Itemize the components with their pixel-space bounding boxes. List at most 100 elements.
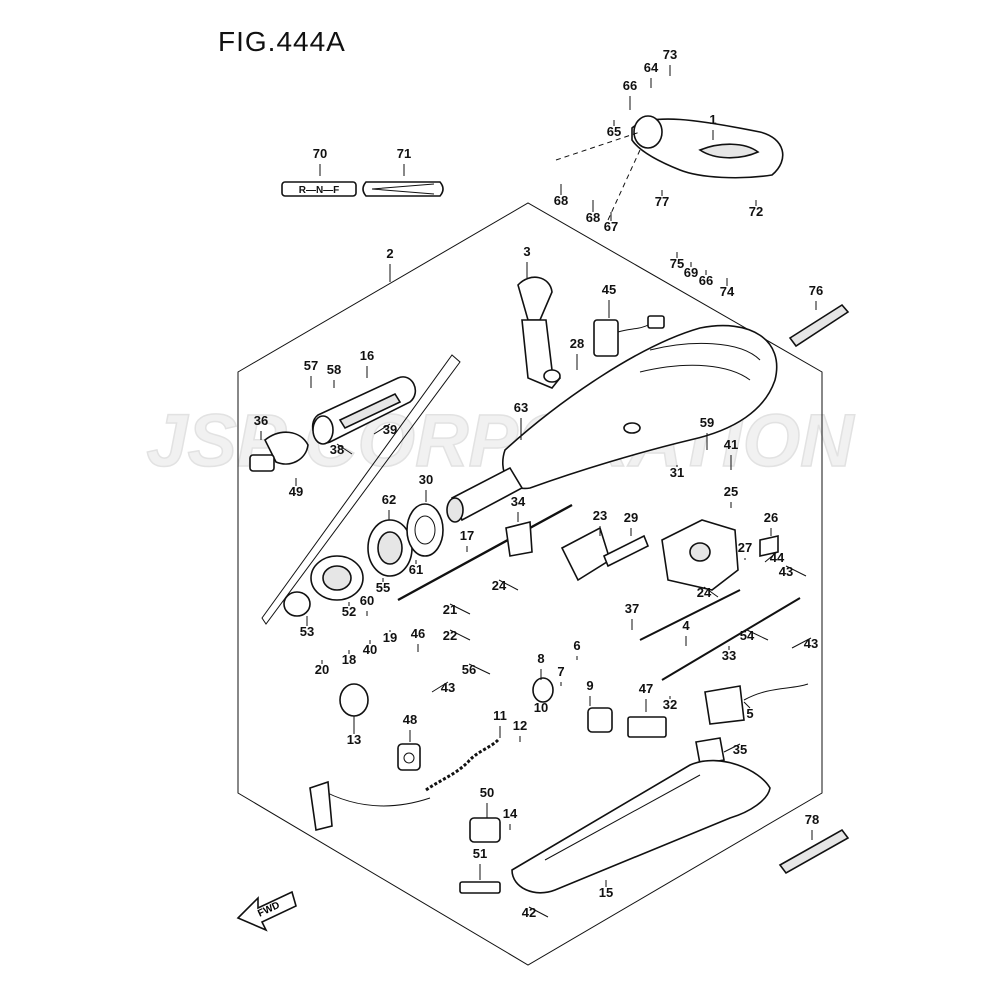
part-number-68: 68: [586, 210, 600, 225]
part-number-58: 58: [327, 362, 341, 377]
end-cap: [263, 431, 309, 465]
cable-33: [661, 597, 801, 681]
part-number-77: 77: [655, 194, 669, 209]
part-number-73: 73: [663, 47, 677, 62]
part-number-25: 25: [724, 484, 738, 499]
leader-line: [468, 663, 491, 675]
part-number-29: 29: [624, 510, 638, 525]
part-number-63: 63: [514, 400, 528, 415]
part-number-34: 34: [511, 494, 526, 509]
rod-17: [397, 503, 573, 602]
part-number-30: 30: [419, 472, 433, 487]
leader-line: [743, 701, 751, 709]
switch-9: [587, 707, 613, 733]
part-number-57: 57: [304, 358, 318, 373]
part-number-74: 74: [720, 284, 735, 299]
part-number-12: 12: [513, 718, 527, 733]
part-number-41: 41: [724, 437, 738, 452]
part-number-17: 17: [460, 528, 474, 543]
leader-line: [449, 603, 471, 615]
part-number-67: 67: [604, 219, 618, 234]
part-number-6: 6: [573, 638, 580, 653]
part-number-56: 56: [462, 662, 476, 677]
part-number-10: 10: [534, 700, 548, 715]
part-number-2: 2: [386, 246, 393, 261]
part-number-43: 43: [779, 564, 793, 579]
part-number-7: 7: [557, 664, 564, 679]
part-number-72: 72: [749, 204, 763, 219]
cable-4: [639, 589, 741, 641]
part-number-51: 51: [473, 846, 487, 861]
part-number-1: 1: [709, 112, 716, 127]
part-number-4: 4: [682, 618, 690, 633]
assembly-frame: [237, 202, 823, 966]
ring-8: [532, 677, 554, 703]
part-number-39: 39: [383, 422, 397, 437]
tiller-housing: [446, 324, 778, 523]
part-number-40: 40: [363, 642, 377, 657]
part-number-54: 54: [740, 628, 755, 643]
part-number-43: 43: [804, 636, 818, 651]
cup-13: [339, 683, 369, 717]
leader-line: [498, 579, 519, 591]
part-number-35: 35: [733, 742, 747, 757]
plate-35: [695, 737, 725, 765]
handle-group-outline: [261, 354, 461, 625]
label-47: [627, 716, 667, 738]
switch-45: [593, 319, 619, 357]
leader-line: [791, 637, 812, 649]
part-number-48: 48: [403, 712, 417, 727]
part-number-71: 71: [397, 146, 411, 161]
part-number-15: 15: [599, 885, 613, 900]
bar-78: [778, 828, 850, 875]
part-number-22: 22: [443, 628, 457, 643]
bracket-23: [560, 526, 611, 582]
part-number-47: 47: [639, 681, 653, 696]
part-number-33: 33: [722, 648, 736, 663]
part-number-24: 24: [492, 578, 507, 593]
leader-line: [723, 743, 741, 753]
leader-line: [449, 629, 471, 641]
cap-screw: [249, 454, 275, 472]
part-number-66: 66: [699, 273, 713, 288]
part-number-70: 70: [313, 146, 327, 161]
part-number-18: 18: [342, 652, 356, 667]
part-number-69: 69: [684, 265, 698, 280]
part-number-59: 59: [700, 415, 714, 430]
part-number-32: 32: [663, 697, 677, 712]
part-number-75: 75: [670, 256, 684, 271]
leader-line: [373, 423, 391, 435]
part-number-61: 61: [409, 562, 423, 577]
part-number-65: 65: [607, 124, 621, 139]
plate-26: [759, 535, 779, 557]
leader-line: [785, 565, 807, 577]
label-51: [459, 881, 501, 894]
part-number-43: 43: [441, 680, 455, 695]
shift-lever: [517, 276, 562, 389]
lower-cover: [511, 759, 771, 894]
bar-76: [788, 303, 850, 348]
leader-line: [336, 443, 353, 455]
part-number-16: 16: [360, 348, 374, 363]
part-number-36: 36: [254, 413, 268, 428]
bracket-29: [602, 534, 650, 568]
leader-line: [746, 629, 769, 641]
part-number-13: 13: [347, 732, 361, 747]
part-number-76: 76: [809, 283, 823, 298]
part-number-21: 21: [443, 602, 457, 617]
part-number-44: 44: [770, 550, 785, 565]
part-number-23: 23: [593, 508, 607, 523]
part-number-55: 55: [376, 580, 390, 595]
switch-50: [469, 817, 501, 843]
part-number-20: 20: [315, 662, 329, 677]
lanyard-cord: [317, 787, 431, 807]
leader-line: [703, 586, 719, 598]
part-number-11: 11: [493, 708, 507, 723]
part-number-62: 62: [382, 492, 396, 507]
part-number-26: 26: [764, 510, 778, 525]
part-number-37: 37: [625, 601, 639, 616]
svg-text:R—N—F: R—N—F: [299, 185, 340, 196]
shift-label-badge: [281, 181, 357, 197]
